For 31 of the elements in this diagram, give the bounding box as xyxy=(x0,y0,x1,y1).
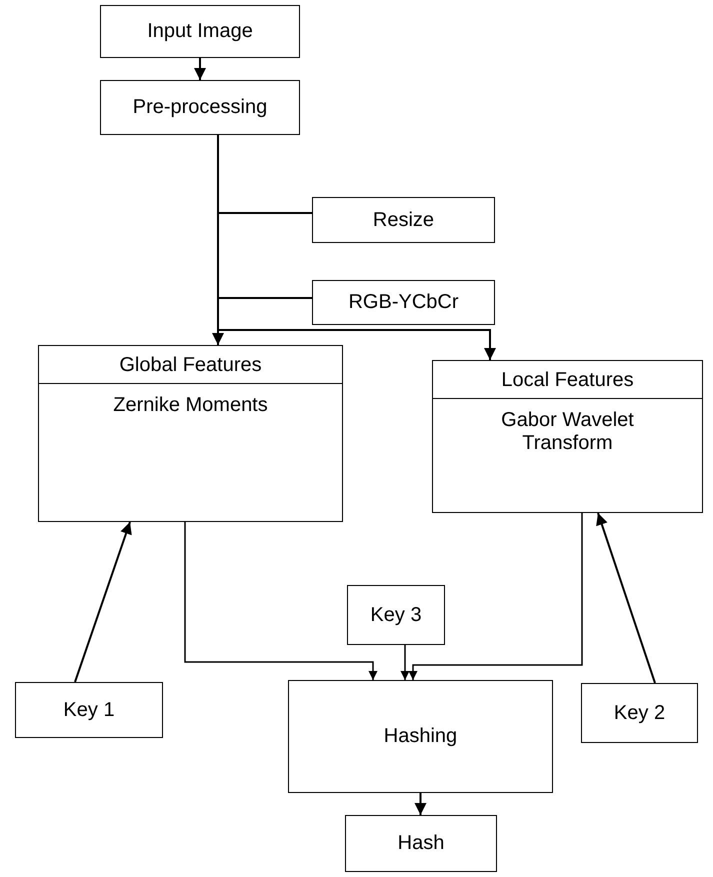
box-label: Resize xyxy=(372,208,434,232)
box-label: Key 1 xyxy=(63,698,115,722)
process-box xyxy=(312,197,495,243)
process-box xyxy=(15,682,163,738)
arrow xyxy=(194,58,206,80)
box-label: RGB-YCbCr xyxy=(348,291,458,314)
box-label: Zernike Moments xyxy=(112,393,269,418)
process-box xyxy=(100,5,300,58)
arrow xyxy=(414,793,426,815)
arrow xyxy=(408,513,583,680)
arrow xyxy=(74,522,132,682)
box-label: Gabor Wavelet Transform xyxy=(500,408,635,456)
arrow xyxy=(184,522,378,680)
box-label: Key 2 xyxy=(614,702,666,724)
process-box xyxy=(100,80,300,135)
process-box xyxy=(288,680,553,793)
process-box xyxy=(38,345,343,522)
process-box xyxy=(347,585,445,645)
box-label: Input Image xyxy=(147,20,253,43)
box-label: Hash xyxy=(398,832,444,855)
box-label: Key 3 xyxy=(370,604,422,626)
box-label: Pre-processing xyxy=(132,96,268,119)
box-heading: Local Features xyxy=(433,361,702,399)
process-box xyxy=(581,683,698,743)
box-heading: Global Features xyxy=(39,346,342,384)
box-label: Hashing xyxy=(384,725,458,748)
process-box xyxy=(345,815,497,872)
arrow xyxy=(400,645,410,680)
arrow xyxy=(596,512,656,684)
process-box xyxy=(312,280,495,325)
process-box xyxy=(432,360,703,513)
